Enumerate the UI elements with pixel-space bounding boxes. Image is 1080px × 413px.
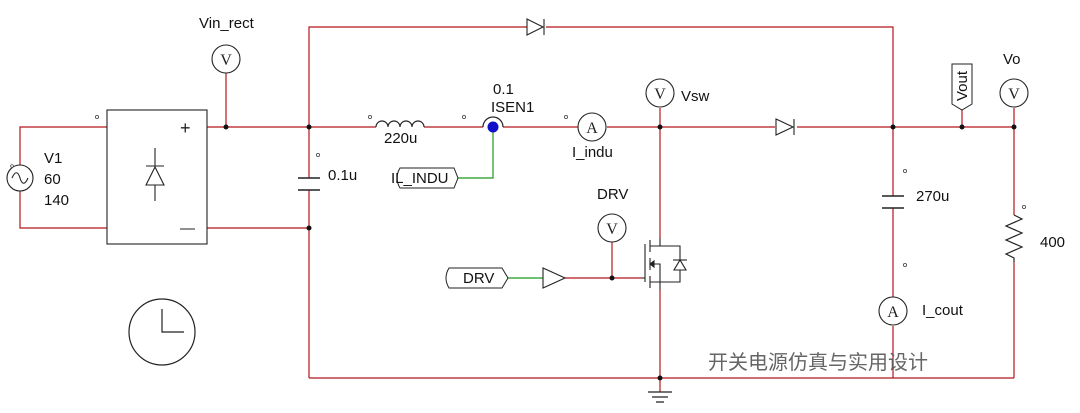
net-tag-vout[interactable]	[951, 63, 973, 111]
pin-mark	[315, 152, 321, 158]
ammeter-i-cout-symbol: A	[887, 304, 899, 321]
pin-mark	[461, 114, 467, 120]
voltmeter-vo[interactable]: V	[999, 78, 1029, 108]
junction-dot	[657, 375, 663, 381]
junction-dot	[890, 124, 896, 130]
label-i-indu: I_indu	[572, 144, 613, 161]
label-vo: Vo	[1003, 51, 1021, 68]
voltmeter-vsw[interactable]: V	[645, 78, 675, 108]
clock-source[interactable]	[128, 298, 196, 366]
inductor-l1[interactable]	[375, 120, 425, 128]
ac-source-pin-mark	[10, 164, 14, 168]
label-vsw: Vsw	[681, 88, 710, 105]
pin-mark	[94, 114, 100, 120]
label-vout-tag: Vout	[954, 70, 971, 101]
label-load: 400	[1040, 234, 1066, 251]
capacitor-input[interactable]	[298, 177, 320, 191]
voltmeter-vin-rect[interactable]: V	[211, 44, 241, 74]
label-drv-tag: DRV	[463, 270, 495, 287]
pin-mark	[563, 114, 569, 120]
label-cap-in: 0.1u	[328, 167, 358, 184]
junction-dot	[657, 124, 663, 130]
voltmeter-vin-rect-symbol: V	[220, 52, 232, 69]
voltmeter-drv-symbol: V	[606, 221, 618, 238]
label-inductor: 220u	[384, 130, 418, 147]
ammeter-i-indu[interactable]: A	[577, 112, 607, 142]
voltmeter-vsw-symbol: V	[654, 86, 666, 103]
wire-ac-top	[19, 126, 107, 165]
pin-mark	[367, 114, 373, 120]
label-i-cout: I_cout	[922, 302, 963, 319]
pin-mark	[1021, 204, 1027, 210]
voltmeter-vo-symbol: V	[1008, 86, 1020, 103]
current-sensor-isen1[interactable]	[482, 116, 504, 133]
diode-boost[interactable]	[775, 118, 795, 136]
ground-symbol	[648, 391, 672, 403]
label-il-indu-tag: IL_INDU	[391, 170, 449, 187]
wire-top-bypass	[308, 26, 894, 127]
mosfet-switch[interactable]	[642, 238, 687, 290]
gate-buffer[interactable]	[542, 267, 567, 289]
junction-dot	[306, 124, 312, 130]
junction-dot	[1011, 124, 1017, 130]
net-tag-drv[interactable]	[445, 267, 509, 289]
junction-dot	[959, 124, 965, 130]
voltmeter-drv[interactable]: V	[597, 213, 627, 243]
pin-mark	[902, 168, 908, 174]
label-vin-rect: Vin_rect	[199, 15, 254, 32]
label-v1-amp: 140	[44, 192, 70, 209]
label-isen-gain: 0.1	[493, 81, 514, 98]
pin-mark	[902, 262, 908, 268]
junction-dot	[306, 225, 312, 231]
wire-sensor	[456, 127, 494, 179]
net-tag-il-indu[interactable]	[396, 167, 459, 189]
wire-ac-bottom	[19, 190, 107, 229]
ammeter-i-indu-symbol: A	[586, 120, 598, 137]
junctions	[223, 124, 1017, 381]
watermark: 开关电源仿真与实用设计	[708, 350, 928, 374]
bridge-rectifier[interactable]	[106, 109, 208, 245]
bridge-minus-marker: —	[180, 220, 195, 237]
ammeter-i-cout[interactable]: A	[878, 296, 908, 326]
junction-dot	[223, 124, 229, 130]
label-v1-name: V1	[44, 150, 63, 167]
label-cap-out: 270u	[916, 188, 950, 205]
label-v1-freq: 60	[44, 171, 61, 188]
label-isen-name: ISEN1	[491, 99, 535, 116]
diode-bypass[interactable]	[526, 18, 545, 36]
ac-source-v1[interactable]	[6, 164, 34, 192]
capacitor-output[interactable]	[882, 195, 904, 209]
label-drv-probe: DRV	[597, 186, 629, 203]
resistor-load[interactable]	[1004, 214, 1024, 262]
bridge-plus-marker: +	[180, 118, 191, 138]
pin-marks	[94, 114, 1027, 268]
junction-dot	[609, 275, 615, 281]
